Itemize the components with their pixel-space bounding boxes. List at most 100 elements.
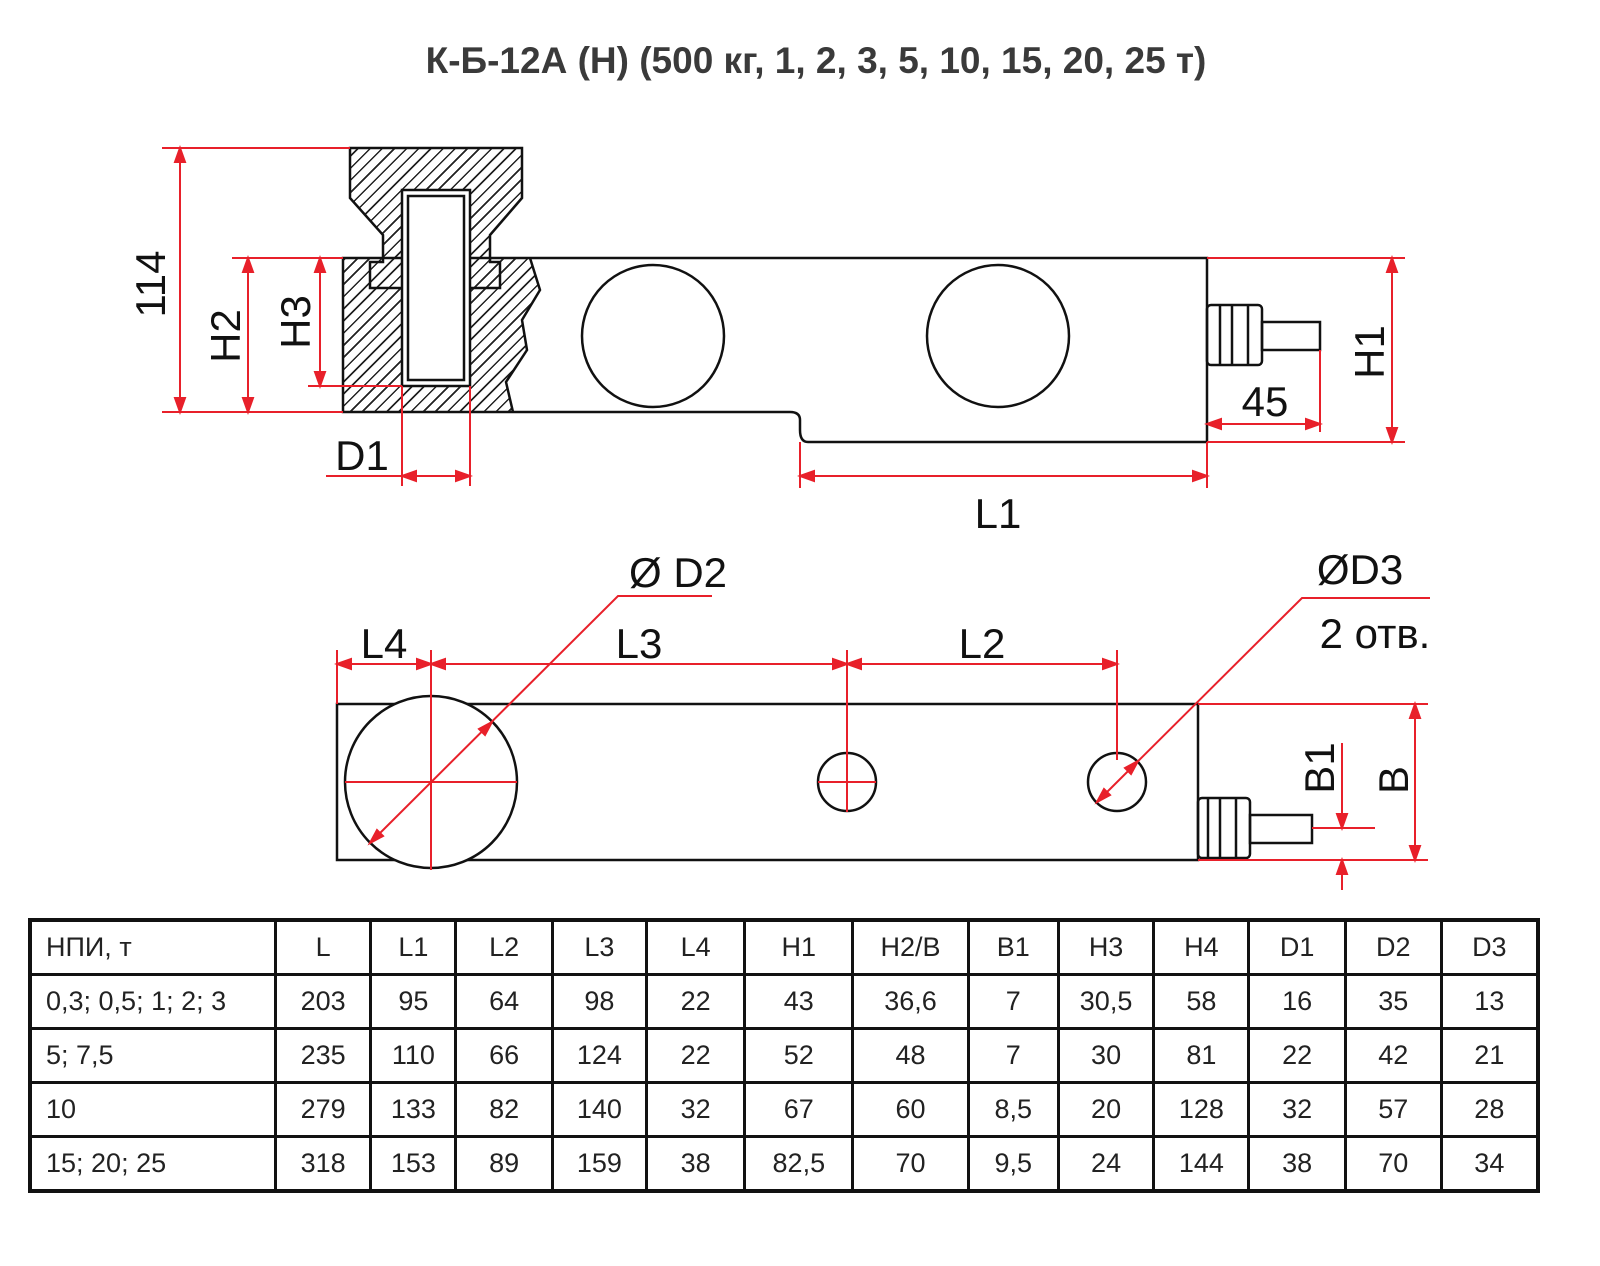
cable-connector-top [1196,796,1314,860]
table-cell: 43 [743,973,855,1031]
table-cell: 22 [644,1027,747,1084]
table-cell: 10 [28,1080,277,1138]
table-header-cell: H3 [1056,918,1156,977]
table-cell: 153 [369,1134,458,1193]
top-view-dimensions [334,595,1430,890]
table-cell: 38 [1247,1134,1347,1193]
table-cell: 24 [1056,1134,1156,1193]
table-cell: 82 [454,1080,554,1138]
table-cell: 95 [369,973,458,1031]
table-header-cell: НПИ, т [28,918,277,977]
table-cell: 110 [369,1027,458,1084]
beam-top [335,702,1200,862]
table-header-cell: H2/B [851,918,970,977]
strain-hole-right [925,263,1071,409]
table-header-cell: H4 [1152,918,1251,977]
table-cell: 124 [550,1027,648,1084]
table-cell: 5; 7,5 [28,1027,277,1084]
table-cell: 67 [743,1080,855,1138]
table-cell: 42 [1343,1027,1443,1084]
table-cell: 20 [1056,1080,1156,1138]
dim-label-d3: ØD3 [1317,546,1403,593]
table-cell: 16 [1247,973,1347,1031]
table-cell: 235 [273,1027,373,1084]
dim-label-h3: H3 [272,295,319,349]
table-header-cell: D1 [1247,918,1347,977]
table-header-cell: L1 [369,918,458,977]
table-cell: 21 [1439,1027,1540,1084]
dim-label-d1: D1 [335,432,389,479]
table-cell: 32 [644,1080,747,1138]
table-cell: 38 [644,1134,747,1193]
bolt [400,188,472,388]
load-cap [348,146,524,290]
table-cell: 36,6 [851,973,970,1031]
dim-label-b: B [1370,766,1417,794]
table-cell: 133 [369,1080,458,1138]
table-cell: 30,5 [1056,973,1156,1031]
table-header-cell: D3 [1439,918,1540,977]
table-cell: 7 [966,1027,1060,1084]
table-cell: 81 [1152,1027,1251,1084]
table-cell: 35 [1343,973,1443,1031]
dim-label-l2: L2 [959,620,1006,667]
cable-connector-side [1205,303,1322,367]
table-header-cell: D2 [1343,918,1443,977]
dim-label-b1: B1 [1296,742,1343,793]
break-line [504,257,542,413]
table-cell: 70 [1343,1134,1443,1193]
table-cell: 70 [851,1134,970,1193]
table-cell: 60 [851,1080,970,1138]
table-cell: 22 [1247,1027,1347,1084]
dim-label-l3: L3 [616,620,663,667]
table-cell: 82,5 [743,1134,855,1193]
table-cell: 98 [550,973,648,1031]
table-cell: 57 [1343,1080,1443,1138]
bolt-inner [406,194,466,382]
table-header-cell: H1 [743,918,855,977]
beam-body [341,256,1209,444]
table-header-cell: L [273,918,373,977]
table-cell: 9,5 [966,1134,1060,1193]
dim-label-l4: L4 [361,620,408,667]
table-cell: 64 [454,973,554,1031]
table-cell: 48 [851,1027,970,1084]
table-cell: 28 [1439,1080,1540,1138]
table-header-cell: L3 [550,918,648,977]
table-cell: 159 [550,1134,648,1193]
table-cell: 203 [273,973,373,1031]
table-cell: 66 [454,1027,554,1084]
dim-label-l1: L1 [975,490,1022,537]
table-cell: 30 [1056,1027,1156,1084]
drawing-title: К-Б-12А (Н) (500 кг, 1, 2, 3, 5, 10, 15,… [425,40,1207,81]
dim-label-45: 45 [1242,378,1289,425]
table-cell: 128 [1152,1080,1251,1138]
table-cell: 32 [1247,1080,1347,1138]
technical-drawing: 114 H2 H3 H1 45 L1 D1 L4 L3 [127,145,1430,890]
dim-label-h1: H1 [1346,325,1393,379]
side-view [341,146,1322,444]
table-cell: 279 [273,1080,373,1138]
table-cell: 89 [454,1134,554,1193]
table-header-cell: L4 [644,918,747,977]
table-cell: 34 [1439,1134,1540,1193]
table-cell: 140 [550,1080,648,1138]
table-cell: 58 [1152,973,1251,1031]
dim-label-d2: Ø D2 [629,549,727,596]
table-cell: 52 [743,1027,855,1084]
table-cell: 13 [1439,973,1540,1031]
table-header-cell: L2 [454,918,554,977]
table-cell: 15; 20; 25 [28,1134,277,1193]
table-cell: 0,3; 0,5; 1; 2; 3 [28,973,277,1031]
table-header-cell: B1 [966,918,1060,977]
strain-hole-left [580,263,726,409]
table-cell: 8,5 [966,1080,1060,1138]
dim-label-h2: H2 [202,309,249,363]
table-cell: 318 [273,1134,373,1193]
